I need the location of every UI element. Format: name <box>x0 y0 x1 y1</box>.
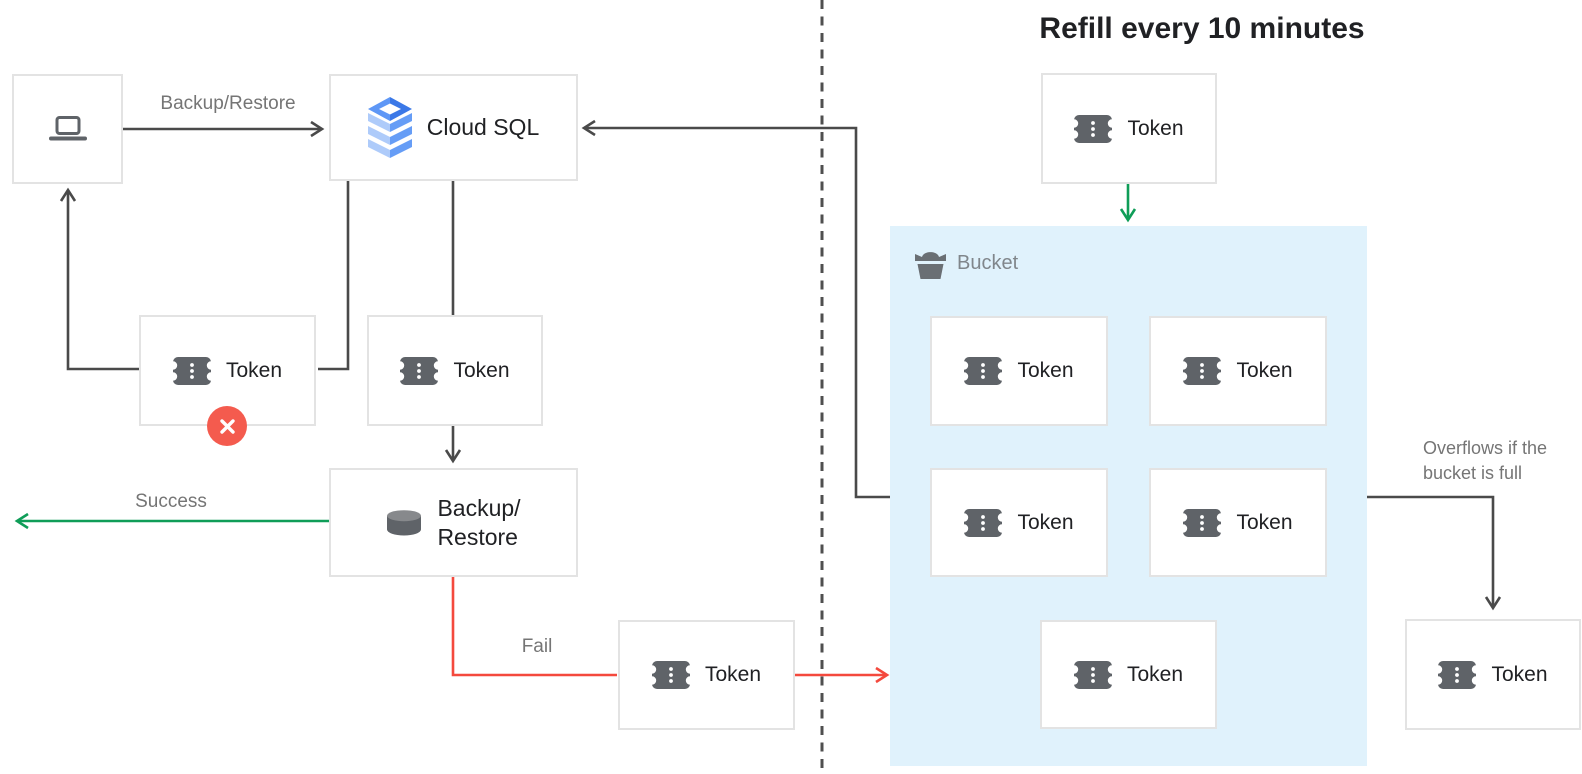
token-ticket-icon <box>400 356 439 385</box>
token-box-bucket-1: Token <box>930 316 1108 426</box>
token-ticket-icon <box>1183 357 1222 385</box>
token-ticket-icon <box>651 661 690 689</box>
token-label: Token <box>225 358 283 382</box>
token-label: Token <box>453 358 510 382</box>
backup-restore-line1: Backup/ <box>437 494 521 521</box>
client-laptop-box <box>12 74 123 184</box>
token-box-fail: Token <box>618 620 795 730</box>
token-label: Token <box>1491 662 1548 686</box>
token-box-bucket-3: Token <box>930 468 1108 577</box>
overflow-note-line2: bucket is full <box>1423 463 1523 483</box>
edge-label-fail: Fail <box>521 636 553 657</box>
token-label: Token <box>1236 510 1293 534</box>
backup-restore-line2: Restore <box>437 523 518 550</box>
token-box-mid: Token <box>367 315 543 426</box>
token-label: Token <box>1126 662 1184 686</box>
database-cylinder-icon <box>387 509 422 535</box>
token-box-bucket-4: Token <box>1149 468 1327 577</box>
edge-token-to-laptop <box>59 187 139 371</box>
edge-bucket-to-cloudsql <box>581 119 890 499</box>
token-box-bucket-2: Token <box>1149 316 1327 426</box>
laptop-icon <box>48 115 87 140</box>
overflow-note-line1: Overflows if the <box>1423 438 1548 458</box>
token-box-overflow: Token <box>1405 619 1581 730</box>
token-ticket-icon <box>964 357 1003 385</box>
token-ticket-icon <box>1074 114 1113 143</box>
edge-label-overflow: Overflows if the bucket is full <box>1423 436 1582 486</box>
backup-restore-label: Backup/ Restore <box>437 494 520 552</box>
diagram-title: Refill every 10 minutes <box>1039 12 1365 45</box>
cloud-sql-database-icon <box>367 97 412 158</box>
error-x-icon <box>219 418 235 434</box>
token-ticket-icon <box>172 356 211 385</box>
cloud-sql-box: Cloud SQL <box>329 74 578 181</box>
token-ticket-icon <box>1438 660 1477 689</box>
bucket-label: Bucket <box>957 252 1019 274</box>
token-label: Token <box>704 663 762 686</box>
token-ticket-icon <box>1073 660 1112 689</box>
token-ticket-icon <box>964 508 1003 537</box>
token-box-refill: Token <box>1041 73 1217 184</box>
edge-label-success: Success <box>135 491 207 512</box>
backup-restore-box: Backup/ Restore <box>329 468 578 577</box>
token-box-bucket-5: Token <box>1040 620 1217 729</box>
token-label: Token <box>1127 116 1184 140</box>
edge-bucket-overflow <box>1367 495 1502 611</box>
token-label: Token <box>1017 510 1074 534</box>
bucket-basket-icon <box>915 252 946 279</box>
cloud-sql-label: Cloud SQL <box>426 114 540 140</box>
token-ticket-icon <box>1183 508 1222 537</box>
token-label: Token <box>1236 359 1293 382</box>
token-label: Token <box>1017 359 1074 382</box>
edge-fail-to-token <box>451 577 617 677</box>
edge-label-backup-restore: Backup/Restore <box>160 93 296 114</box>
edge-cloudsql-to-token-left <box>318 181 350 371</box>
error-badge <box>207 406 247 446</box>
bucket-header: Bucket <box>913 248 1018 279</box>
